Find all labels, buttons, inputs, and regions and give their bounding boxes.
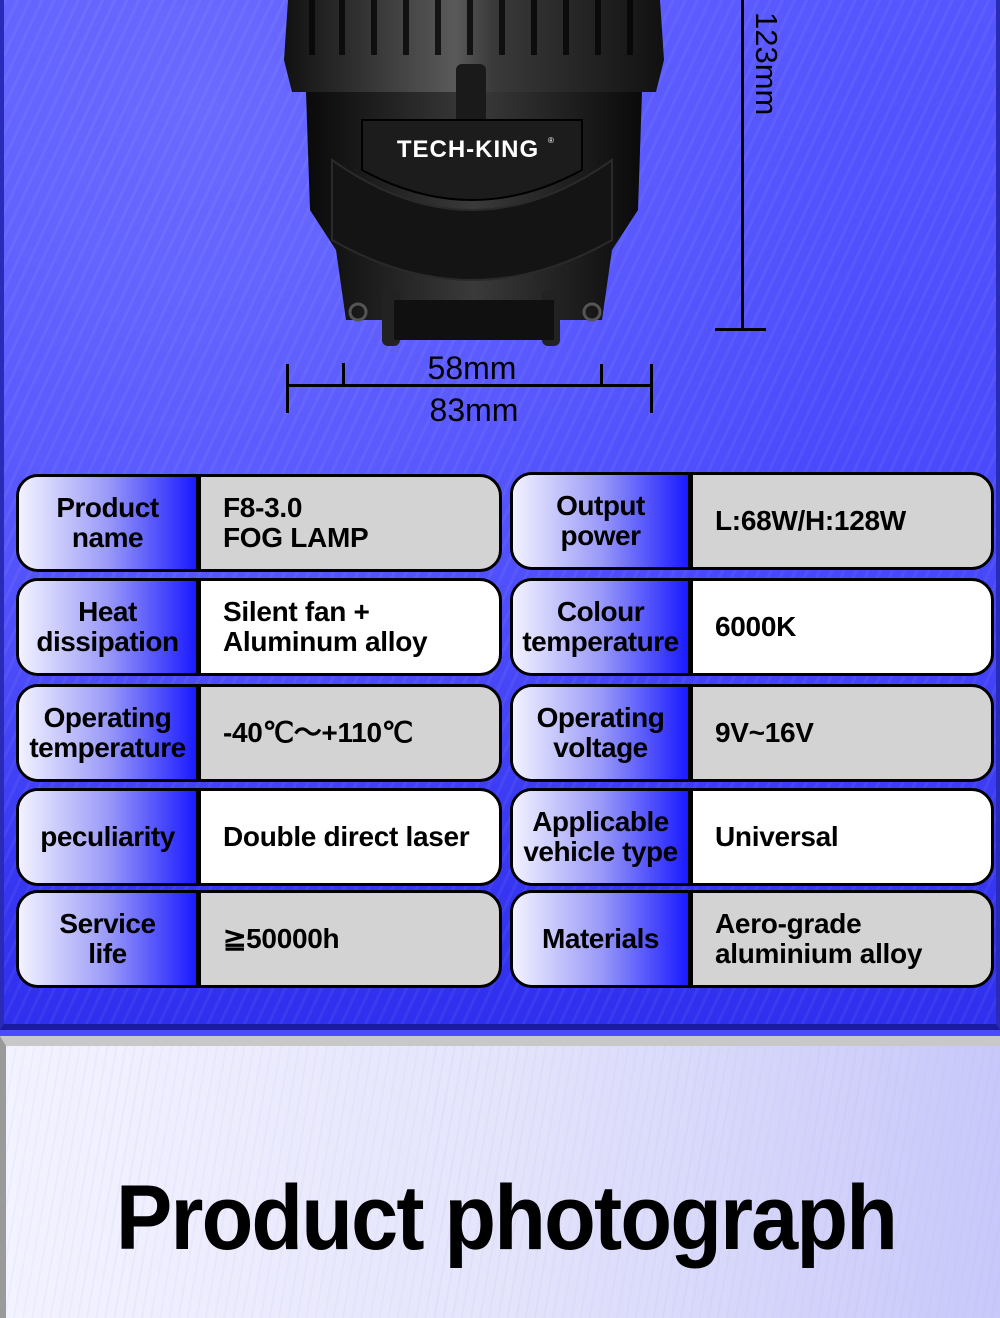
- spec-value: Double direct laser: [223, 821, 470, 852]
- height-dimension-label: 123mm: [749, 12, 784, 116]
- spec-row-operating-temperature: Operating temperature -40℃～+110℃: [16, 684, 502, 782]
- spec-label: Operating temperature: [19, 687, 201, 779]
- spec-row-operating-voltage: Operating voltage 9V~16V: [510, 684, 994, 782]
- spec-value: -40℃～+110℃: [223, 717, 413, 748]
- outer-width-tick-left: [286, 364, 289, 413]
- spec-row-service-life: Service life ≧50000h: [16, 890, 502, 988]
- width-dimension-line: [287, 384, 653, 387]
- spec-row-colour-temperature: Colour temperature 6000K: [510, 578, 994, 676]
- spec-value: Silent fan + Aluminum alloy: [223, 596, 428, 657]
- inner-width-label: 58mm: [427, 350, 517, 386]
- spec-label: peculiarity: [19, 791, 201, 883]
- spec-row-applicable-vehicle-type: Applicable vehicle type Universal: [510, 788, 994, 886]
- spec-row-output-power: Output power L:68W/H:128W: [510, 472, 994, 570]
- spec-label: Materials: [513, 893, 693, 985]
- spec-value: F8-3.0 FOG LAMP: [223, 492, 369, 553]
- spec-value: Aero-grade aluminium alloy: [715, 908, 923, 969]
- spec-value: 9V~16V: [715, 717, 814, 748]
- spec-value: 6000K: [715, 611, 797, 642]
- spec-row-peculiarity: peculiarity Double direct laser: [16, 788, 502, 886]
- brand-logo: TECH-KING: [397, 136, 539, 163]
- product-spec-section: TECH-KING ® 123mm 58mm 83mm Product name…: [0, 0, 1000, 1030]
- outer-width-tick-right: [650, 364, 653, 413]
- spec-label: Colour temperature: [513, 581, 693, 673]
- spec-row-heat-dissipation: Heat dissipation Silent fan + Aluminum a…: [16, 578, 502, 676]
- section-title: Product photograph: [115, 1167, 898, 1269]
- spec-label: Heat dissipation: [19, 581, 201, 673]
- spec-label: Operating voltage: [513, 687, 693, 779]
- spec-value: L:68W/H:128W: [715, 505, 906, 536]
- spec-label: Service life: [19, 893, 201, 985]
- spec-value: ≧50000h: [223, 923, 340, 954]
- spec-label: Output power: [513, 475, 693, 567]
- spec-value: Universal: [715, 821, 839, 852]
- fog-lamp-product-image: TECH-KING ®: [284, 0, 664, 346]
- inner-width-tick-right: [600, 364, 603, 386]
- outer-width-label: 83mm: [429, 392, 519, 428]
- spec-row-materials: Materials Aero-grade aluminium alloy: [510, 890, 994, 988]
- spec-row-product-name: Product name F8-3.0 FOG LAMP: [16, 474, 502, 572]
- registered-mark: ®: [548, 136, 554, 145]
- spec-label: Product name: [19, 477, 201, 569]
- product-photograph-section: Product photograph: [0, 1036, 1000, 1318]
- height-dimension-cap: [715, 328, 766, 331]
- spec-label: Applicable vehicle type: [513, 791, 693, 883]
- inner-width-tick-left: [342, 363, 345, 385]
- height-dimension-line: [741, 0, 744, 330]
